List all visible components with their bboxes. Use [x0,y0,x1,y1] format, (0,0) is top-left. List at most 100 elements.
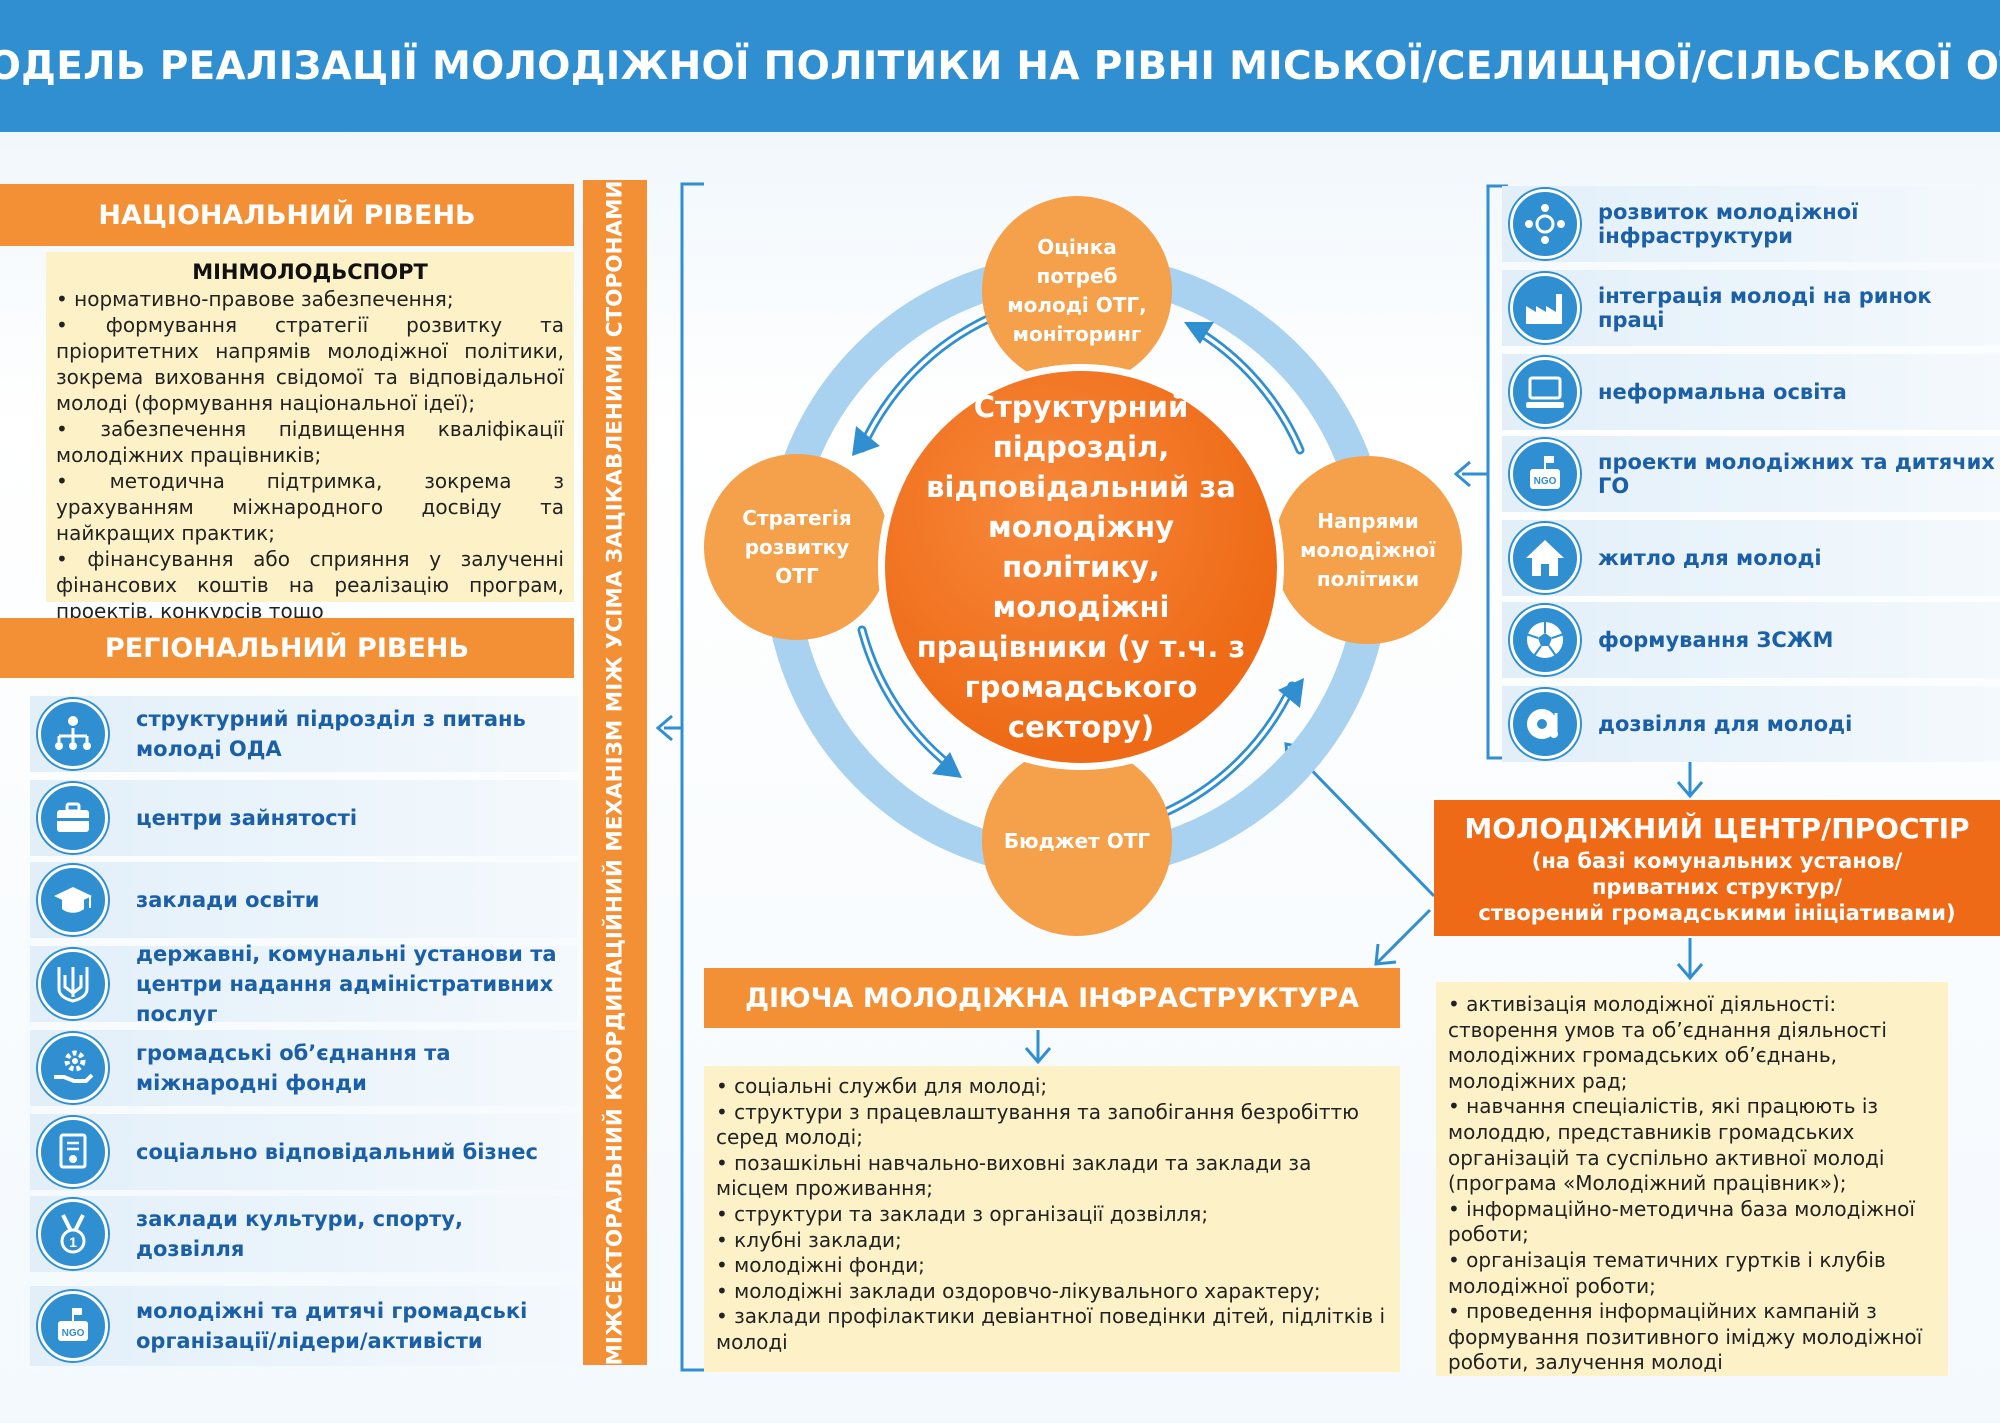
activity-item: • інформаційно-методична база молодіжної… [1448,1196,1915,1247]
directions-text: Напрями молодіжної політики [1300,508,1436,591]
left-bracket [680,182,704,1372]
direction-item: житло для молоді [1502,520,2000,596]
regional-item: NGO молодіжні та дитячі громадські орган… [30,1286,578,1366]
activity-item: • активізація молодіжної діяльності: ств… [1448,992,1887,1093]
header-banner: МОДЕЛЬ РЕАЛІЗАЦІЇ МОЛОДІЖНОЇ ПОЛІТИКИ НА… [0,0,2000,132]
regional-item-label: соціально відповідальний бізнес [136,1140,538,1164]
regional-item: центри зайнятості [30,780,578,856]
regional-item-label: державні, комунальні установи та центри … [136,942,557,1026]
national-level-box: МІНМОЛОДЬСПОРТ • нормативно-правове забе… [46,252,574,623]
infrastructure-item: • молодіжні фонди; [716,1253,925,1278]
computer-icon [1510,357,1580,427]
direction-item-label: неформальна освіта [1598,380,1847,404]
down-arrow-head [1676,781,1704,799]
diagonal-line-cycle [1288,746,1436,898]
youth-center-activities: • активізація молодіжної діяльності: ств… [1436,982,1948,1376]
regional-item: державні, комунальні установи та центри … [30,942,578,1026]
youth-center-box: МОЛОДІЖНИЙ ЦЕНТР/ПРОСТІР (на базі комуна… [1434,800,2000,936]
down-arrow-head-3 [1024,1047,1052,1065]
youth-center-title: МОЛОДІЖНИЙ ЦЕНТР/ПРОСТІР [1464,812,1970,845]
regional-item-label: заклади освіти [136,888,320,912]
org-structure-icon [38,699,108,769]
network-icon [1510,189,1580,259]
certificate-icon [38,1117,108,1187]
infrastructure-item: • клубні заклади; [716,1227,902,1252]
regional-item: 1 заклади культури, спорту, дозвілля [30,1196,578,1272]
needs-assessment-text: Оцінка потреб молоді ОТГ, моніторинг [1007,235,1147,346]
ngo-flag-icon: NGO [1510,439,1580,509]
regional-level-heading-text: РЕГІОНАЛЬНИЙ РІВЕНЬ [104,632,470,664]
svg-text:1: 1 [69,1234,77,1250]
direction-item-label: житло для молоді [1598,546,1822,570]
needs-assessment-circle: Оцінка потреб молоді ОТГ, моніторинг [982,196,1172,386]
music-disc-icon [1510,689,1580,759]
budget-text: Бюджет ОТГ [1003,828,1151,853]
briefcase-icon [38,783,108,853]
strategy-text: Стратегія розвитку ОТГ [742,505,852,588]
activity-item: • проведення інформаційних кампаній з фо… [1448,1299,1923,1375]
ngo-flag-icon: NGO [38,1291,108,1361]
right-bracket-arrow [1453,460,1471,488]
cycle-arrowheads [852,322,1304,778]
infrastructure-heading: ДІЮЧА МОЛОДІЖНА ІНФРАСТРУКТУРА [704,968,1400,1028]
direction-item: розвиток молодіжної інфраструктури [1502,186,2000,262]
national-item: • методична підтримка, зокрема з урахува… [56,469,564,545]
right-bracket [1486,184,1508,760]
youth-center-subtitle-line: приватних структур/ [1591,875,1843,899]
infrastructure-item: • соціальні служби для молоді; [716,1074,1048,1098]
direction-item-label: розвиток молодіжної інфраструктури [1598,200,1859,248]
regional-item: заклади освіти [30,862,578,938]
football-icon [1510,605,1580,675]
activity-item: • організація тематичних гуртків і клубі… [1448,1247,1886,1298]
budget-circle: Бюджет ОТГ [982,746,1172,936]
youth-center-subtitle-line: створений громадськими ініціативами) [1478,901,1956,925]
direction-item-label: проекти молодіжних та дитячих ГО [1598,450,1995,498]
direction-item: інтеграція молоді на ринок праці [1502,270,2000,346]
trident-icon [38,949,108,1019]
activity-item: • навчання спеціалістів, які працюють із… [1448,1094,1885,1196]
youth-center-subtitle-line: (на базі комунальних установ/ [1531,849,1903,873]
directions-circle: Напрями молодіжної політики [1274,456,1462,644]
regional-item: структурний підрозділ з питань молоді ОД… [30,696,578,772]
hand-gear-icon [38,1033,108,1103]
infrastructure-item: • структури з працевлаштування та запобі… [716,1099,1359,1150]
direction-item: формування ЗСЖМ [1502,602,2000,678]
center-circle: Структурний підрозділ, відповідальний за… [878,364,1284,770]
direction-item: неформальна освіта [1502,354,2000,430]
national-item: • фінансування або сприяння у залученні … [56,547,564,623]
national-level-heading: НАЦІОНАЛЬНИЙ РІВЕНЬ [0,184,574,246]
down-arrow-head-2 [1676,963,1704,981]
diagonal-line-infra [1376,908,1432,964]
regional-level-heading: РЕГІОНАЛЬНИЙ РІВЕНЬ [0,618,574,678]
svg-text:NGO: NGO [62,1328,85,1339]
direction-item-label: формування ЗСЖМ [1598,628,1834,652]
national-item: • нормативно-правове забезпечення; [56,287,454,311]
regional-item-label: громадські об’єднання та міжнародні фонд… [136,1041,451,1095]
graduation-cap-icon [38,865,108,935]
coordination-mechanism-band: МІЖСЕКТОРАЛЬНИЙ КООРДИНАЦІЙНИЙ МЕХАНІЗМ … [583,180,647,1365]
regional-item-label: структурний підрозділ з питань молоді ОД… [136,707,526,761]
house-icon [1510,523,1580,593]
factory-icon [1510,273,1580,343]
national-item: • забезпечення підвищення кваліфікації м… [56,417,564,467]
medal-icon: 1 [38,1199,108,1269]
regional-item-label: центри зайнятості [136,806,358,830]
direction-item: NGO проекти молодіжних та дитячих ГО [1502,436,2000,512]
regional-item-label: молодіжні та дитячі громадські організац… [136,1299,528,1353]
infrastructure-item: • заклади профілактики девіантної поведі… [716,1304,1386,1354]
center-text: Структурний підрозділ, відповідальний за… [916,390,1246,744]
infrastructure-heading-text: ДІЮЧА МОЛОДІЖНА ІНФРАСТРУКТУРА [744,982,1360,1014]
direction-item-label: дозвілля для молоді [1598,712,1853,736]
regional-item: соціально відповідальний бізнес [30,1114,578,1190]
page-title: МОДЕЛЬ РЕАЛІЗАЦІЇ МОЛОДІЖНОЇ ПОЛІТИКИ НА… [0,43,2000,89]
national-item: • формування стратегії розвитку та пріор… [56,313,564,415]
national-level-heading-text: НАЦІОНАЛЬНИЙ РІВЕНЬ [98,199,476,231]
bracket-arrow-left [655,714,673,742]
infrastructure-item: • молодіжні заклади оздоровчо-лікувально… [716,1278,1321,1303]
ministry-name: МІНМОЛОДЬСПОРТ [192,260,428,284]
infrastructure-list: • соціальні служби для молоді; • структу… [704,1066,1400,1372]
infrastructure-item: • структури та заклади з організації доз… [716,1201,1209,1226]
strategy-circle: Стратегія розвитку ОТГ [704,454,890,640]
direction-item: дозвілля для молоді [1502,686,2000,762]
regional-item: громадські об’єднання та міжнародні фонд… [30,1030,578,1106]
